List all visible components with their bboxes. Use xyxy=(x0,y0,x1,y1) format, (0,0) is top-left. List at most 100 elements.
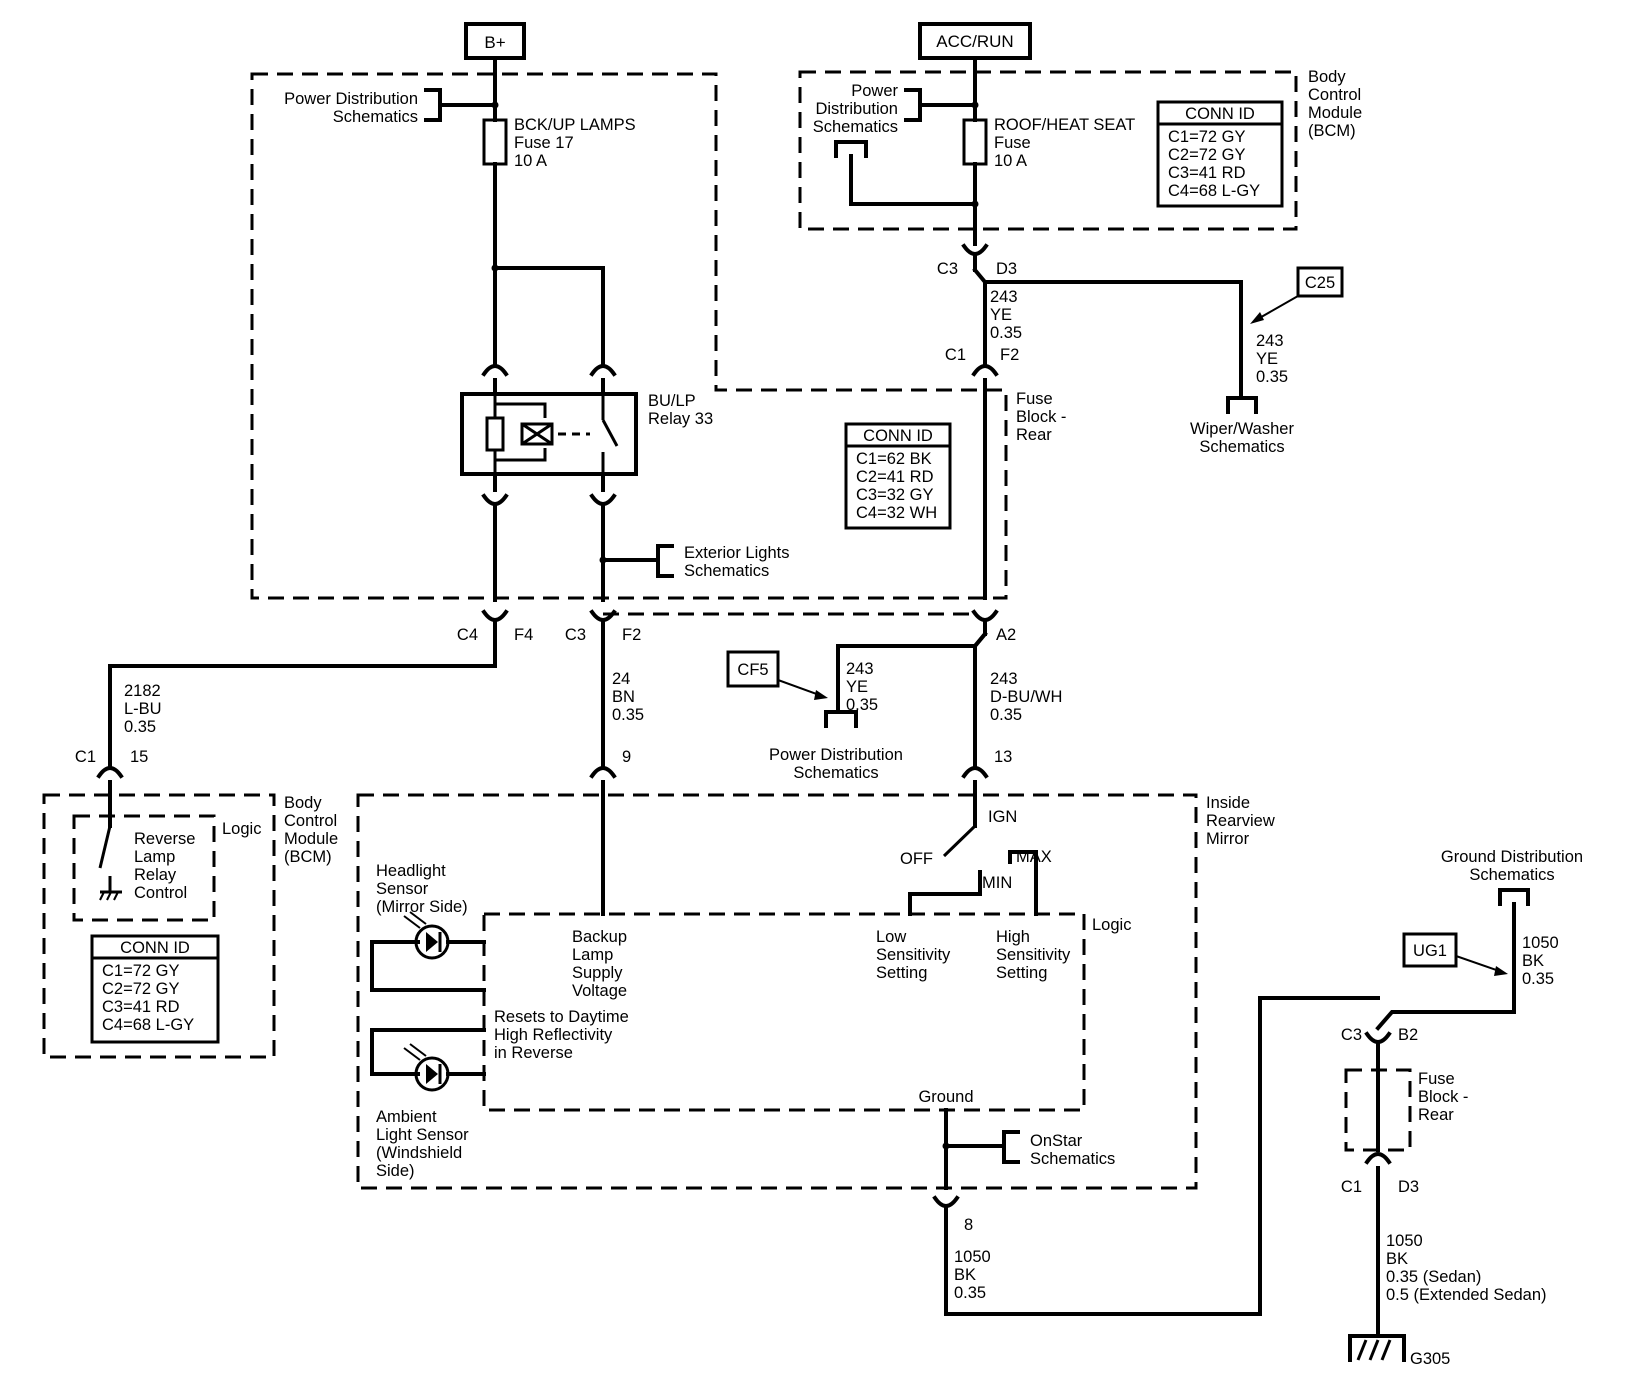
conn-15: 15 xyxy=(130,748,148,766)
conn-id-tr-r1: C1=72 GY xyxy=(1168,128,1246,146)
ext-lights-2: Schematics xyxy=(684,562,769,580)
conn-id-tr-r3: C3=41 RD xyxy=(1168,164,1246,182)
low-2: Sensitivity xyxy=(876,946,951,964)
relay-ctrl-3: Relay xyxy=(134,866,177,884)
accrun-source: ACC/RUN xyxy=(918,22,1032,60)
bcm-left-4: (BCM) xyxy=(284,848,332,866)
ref-cf5 xyxy=(726,650,828,700)
ext-lights-1: Exterior Lights xyxy=(684,544,789,562)
conn-8: 8 xyxy=(964,1216,973,1234)
fbr-1: Fuse xyxy=(1016,390,1053,408)
relay-1: BU/LP xyxy=(648,392,696,410)
conn-id-fuse-block xyxy=(844,422,952,530)
bcm-left-logic: Logic xyxy=(222,820,261,838)
mirror-ign: IGN xyxy=(988,808,1017,826)
w243c-2: YE xyxy=(846,678,868,696)
conn-c4: C4 xyxy=(457,626,478,644)
w1050c-1: 1050 xyxy=(1386,1232,1423,1250)
onstar-1: OnStar xyxy=(1030,1132,1083,1150)
bcm-top-1: Body xyxy=(1308,68,1346,86)
w243a-1: 243 xyxy=(990,288,1018,306)
backup-1: Backup xyxy=(572,928,627,946)
fbr-3: Rear xyxy=(1016,426,1052,444)
w2182-1: 2182 xyxy=(124,682,161,700)
w2182-3: 0.35 xyxy=(124,718,156,736)
ground-circuit xyxy=(1348,888,1530,1362)
w1050c-3: 0.35 (Sedan) xyxy=(1386,1268,1481,1286)
conn-id-fbr-r4: C4=32 WH xyxy=(856,504,937,522)
conn-id-bcm-left-r4: C4=68 L-GY xyxy=(102,1016,194,1034)
conn-c1b: C1 xyxy=(75,748,96,766)
conn-d3: D3 xyxy=(996,260,1017,278)
onstar-2: Schematics xyxy=(1030,1150,1115,1168)
tr-fuse-3: 10 A xyxy=(994,152,1027,170)
w1050b-1: 1050 xyxy=(1522,934,1559,952)
w243d-3: 0.35 xyxy=(990,706,1022,724)
bcm-top-3: Module xyxy=(1308,104,1362,122)
w243a-3: 0.35 xyxy=(990,324,1022,342)
ambient-3: (Windshield xyxy=(376,1144,462,1162)
ref-c25-label[interactable]: C25 xyxy=(1305,274,1335,292)
backup-2: Lamp xyxy=(572,946,613,964)
tl-pds-2: Schematics xyxy=(333,108,418,126)
mirror-3: Mirror xyxy=(1206,830,1250,848)
bcm-left-relay-control xyxy=(98,780,122,901)
conn-id-bcm-left-r1: C1=72 GY xyxy=(102,962,180,980)
w1050c-2: BK xyxy=(1386,1250,1408,1268)
conn-id-bcm-left xyxy=(90,934,220,1044)
w1050a-1: 1050 xyxy=(954,1248,991,1266)
w243c-1: 243 xyxy=(846,660,874,678)
conn-id-tr-r4: C4=68 L-GY xyxy=(1168,182,1260,200)
ref-cf5-label[interactable]: CF5 xyxy=(737,661,768,679)
w24-3: 0.35 xyxy=(612,706,644,724)
low-1: Low xyxy=(876,928,906,946)
bcm-left-logic-outline xyxy=(72,814,216,922)
bcm-top-4: (BCM) xyxy=(1308,122,1356,140)
conn-id-fbr-r3: C3=32 GY xyxy=(856,486,934,504)
low-3: Setting xyxy=(876,964,927,982)
w1050b-2: BK xyxy=(1522,952,1544,970)
tl-fuse-1: BCK/UP LAMPS xyxy=(514,116,636,134)
resets-1: Resets to Daytime xyxy=(494,1008,629,1026)
tr-pds-1: Power xyxy=(851,82,898,100)
high-1: High xyxy=(996,928,1030,946)
conn-c3: C3 xyxy=(937,260,958,278)
w1050a-3: 0.35 xyxy=(954,1284,986,1302)
ambient-1: Ambient xyxy=(376,1108,437,1126)
g305: G305 xyxy=(1410,1350,1450,1368)
conn-c3c: C3 xyxy=(1341,1026,1362,1044)
bcm-left-2: Control xyxy=(284,812,337,830)
w1050a-2: BK xyxy=(954,1266,976,1284)
relay-ctrl-1: Reverse xyxy=(134,830,195,848)
mirror-max: MAX xyxy=(1016,848,1052,866)
bcm-top-2: Control xyxy=(1308,86,1361,104)
conn-id-fbr-r1: C1=62 BK xyxy=(856,450,932,468)
w24-1: 24 xyxy=(612,670,630,688)
bcm-left-1: Body xyxy=(284,794,322,812)
conn-c3b: C3 xyxy=(565,626,586,644)
conn-d3c: D3 xyxy=(1398,1178,1419,1196)
ref-ug1-label[interactable]: UG1 xyxy=(1413,942,1447,960)
conn-id-fbr-r2: C2=41 RD xyxy=(856,468,934,486)
high-2: Sensitivity xyxy=(996,946,1071,964)
mirror-logic-outline xyxy=(482,912,1086,1112)
w24-2: BN xyxy=(612,688,635,706)
w2182-2: L-BU xyxy=(124,700,162,718)
w243a-2: YE xyxy=(990,306,1012,324)
fbr-small-3: Rear xyxy=(1418,1106,1454,1124)
mirror-sensors xyxy=(370,911,1380,1316)
headlight-1: Headlight xyxy=(376,862,446,880)
conn-id-bcm-left-title: CONN ID xyxy=(120,939,190,957)
w243b-2: YE xyxy=(1256,350,1278,368)
conn-id-tr-title: CONN ID xyxy=(1185,105,1255,123)
conn-9: 9 xyxy=(622,748,631,766)
mirror-off: OFF xyxy=(900,850,933,868)
pds-bottom-1: Power Distribution xyxy=(769,746,903,764)
bplus-circuit xyxy=(96,56,674,916)
pds-bottom-2: Schematics xyxy=(793,764,878,782)
conn-c1c: C1 xyxy=(1341,1178,1362,1196)
wiper-2: Schematics xyxy=(1199,438,1284,456)
ambient-4: Side) xyxy=(376,1162,415,1180)
gnd-dist-2: Schematics xyxy=(1469,866,1554,884)
conn-id-tr-r2: C2=72 GY xyxy=(1168,146,1246,164)
